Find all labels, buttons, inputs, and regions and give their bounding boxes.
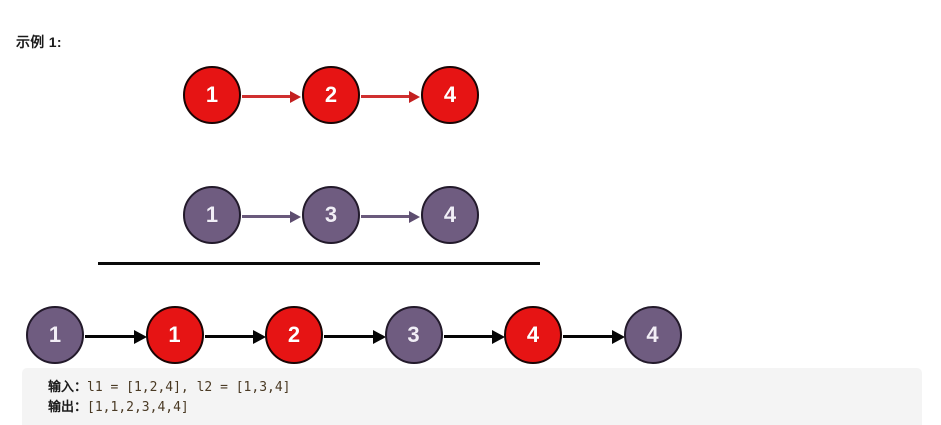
merged-node: 4	[623, 306, 682, 364]
arrow-head-icon	[409, 90, 420, 103]
merged-node: 2	[265, 306, 323, 364]
list1-node: 1	[183, 66, 241, 124]
arrow-head-icon	[492, 329, 505, 344]
list2-edge-shaft	[242, 215, 292, 218]
list1-node: 2	[302, 66, 360, 124]
arrow-head-icon	[290, 90, 301, 103]
list1-edge-shaft	[242, 95, 292, 98]
divider-line	[98, 262, 540, 265]
arrow-head-icon	[611, 329, 625, 344]
merged-node: 4	[504, 306, 562, 364]
arrow-head-icon	[290, 210, 301, 223]
example-input-value: l1 = [1,2,4], l2 = [1,3,4]	[87, 380, 291, 395]
example-output-line: 输出：[1,1,2,3,4,4]	[48, 397, 922, 417]
example-input-line: 输入：l1 = [1,2,4], l2 = [1,3,4]	[48, 377, 922, 397]
list2-node: 1	[183, 186, 241, 244]
list1-node: 4	[421, 66, 479, 124]
example-input-label: 输入：	[48, 379, 88, 394]
example-code-block: 输入：l1 = [1,2,4], l2 = [1,3,4] 输出：[1,1,2,…	[22, 368, 922, 425]
merged-edge-shaft	[324, 335, 375, 338]
merged-node: 1	[26, 306, 84, 364]
merged-node: 3	[384, 306, 443, 364]
arrow-head-icon	[372, 329, 386, 344]
merged-node: 1	[145, 306, 204, 364]
arrow-head-icon	[133, 329, 147, 344]
list1-edge-shaft	[361, 95, 411, 98]
example-output-label: 输出：	[48, 399, 88, 414]
arrow-head-icon	[409, 210, 420, 223]
list2-node: 4	[421, 186, 479, 244]
list2-node: 3	[302, 186, 360, 244]
merged-edge-shaft	[563, 335, 614, 338]
example-output-value: [1,1,2,3,4,4]	[87, 400, 189, 415]
merged-edge-shaft	[443, 335, 494, 338]
page-title: 示例 1:	[16, 34, 62, 50]
linked-list-diagram: 1 2 4 1 3 4 1 1 2 3 4 4	[26, 66, 682, 364]
arrow-head-icon	[253, 329, 266, 344]
merged-edge-shaft	[204, 335, 255, 338]
list2-edge-shaft	[361, 215, 411, 218]
merged-edge-shaft	[85, 335, 136, 338]
